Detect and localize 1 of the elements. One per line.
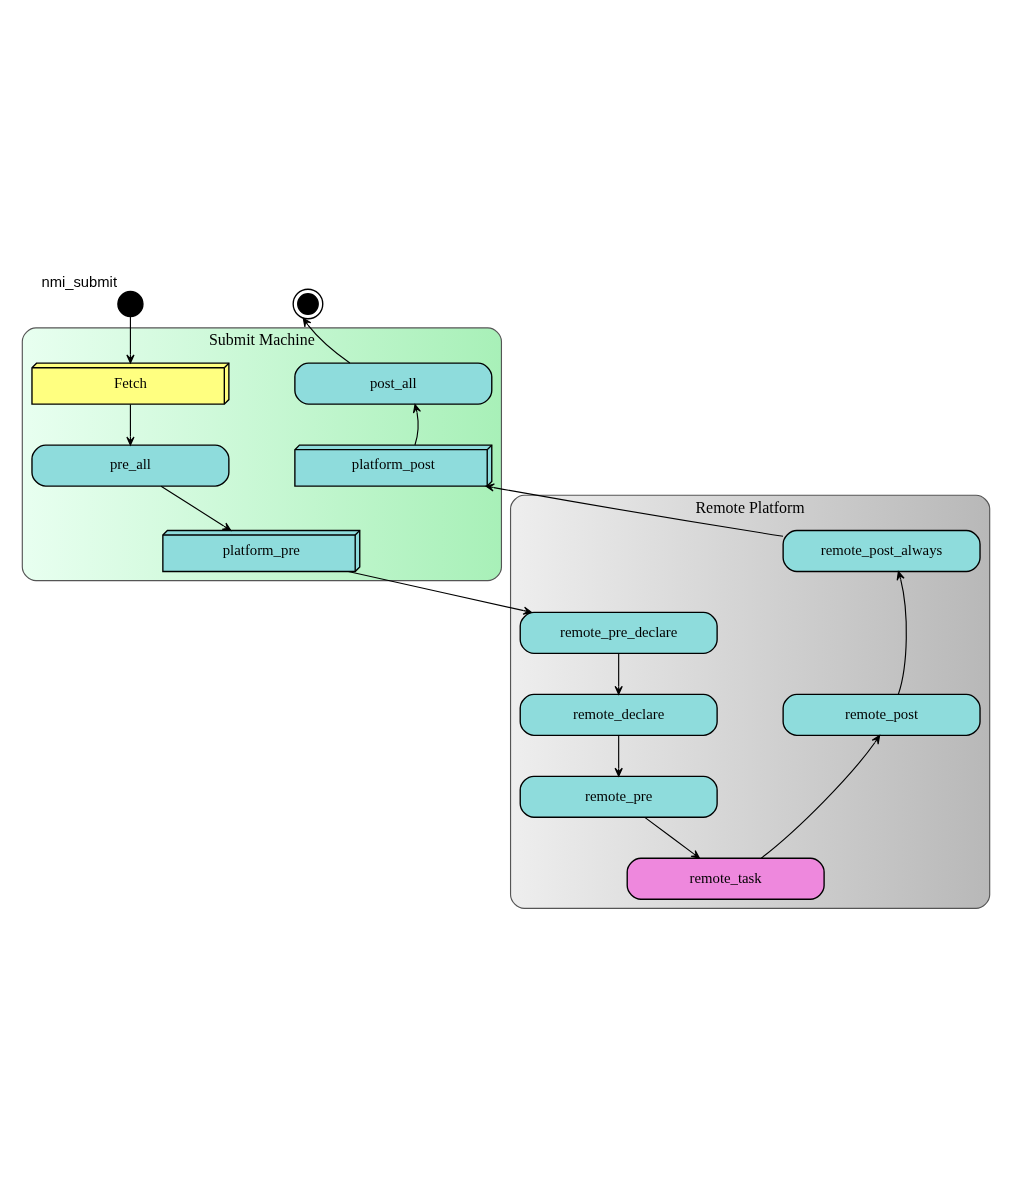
node-label: nmi_submit [41, 273, 117, 290]
